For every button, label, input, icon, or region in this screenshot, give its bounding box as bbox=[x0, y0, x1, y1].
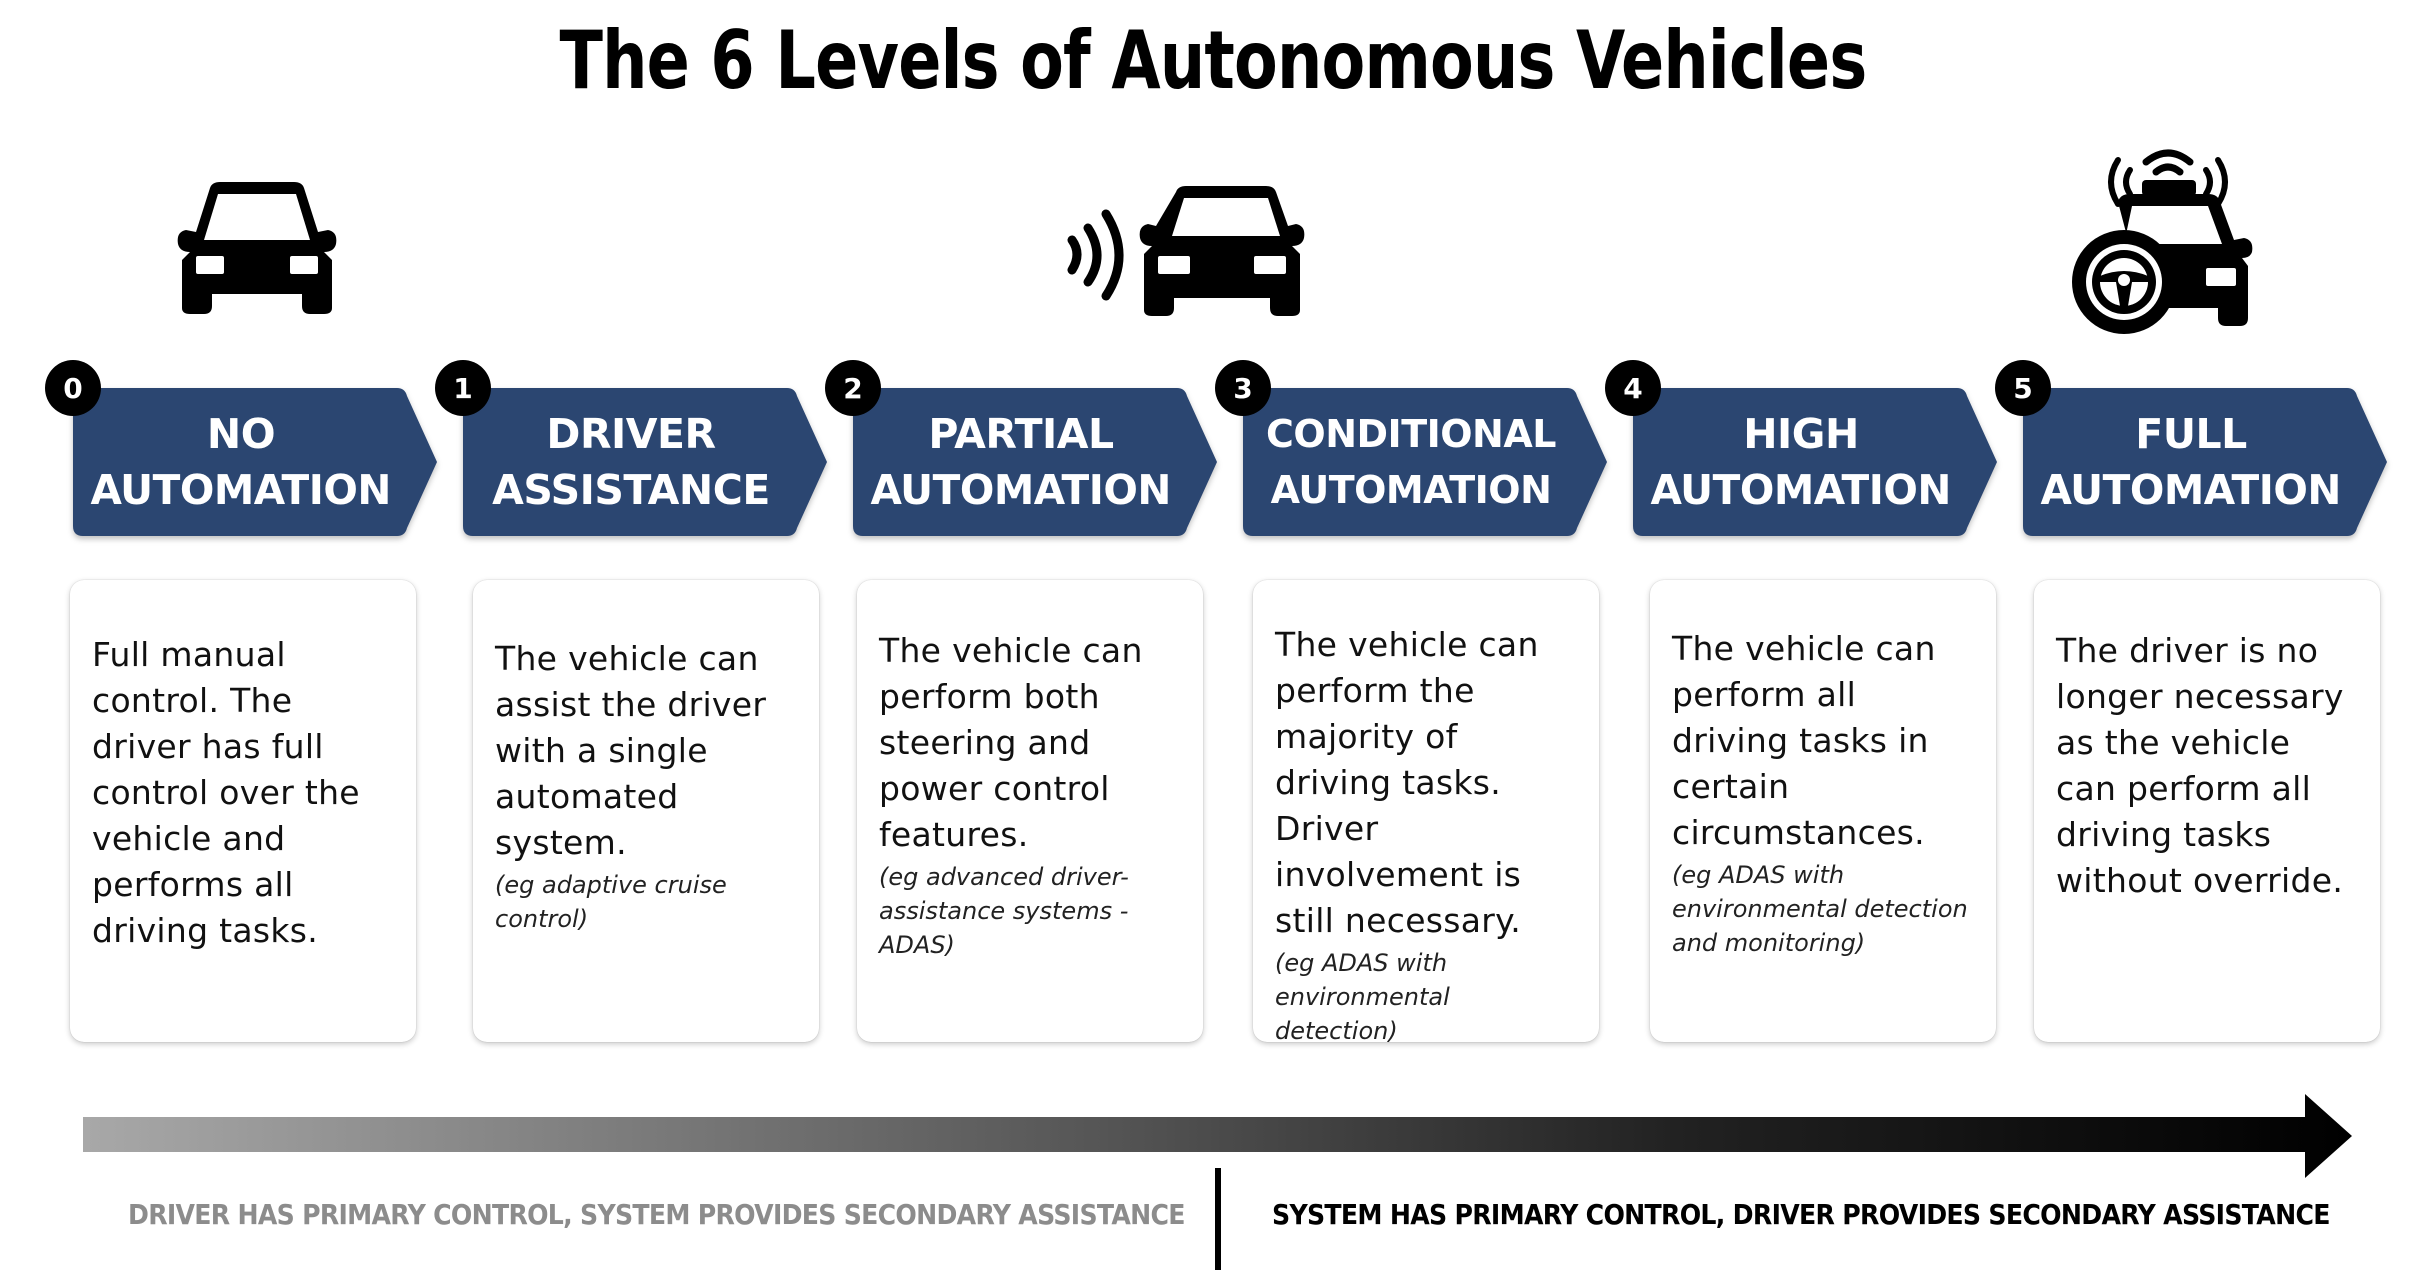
control-divider-line bbox=[1215, 1168, 1221, 1270]
level-title-line2: AUTOMATION bbox=[90, 466, 392, 514]
level-3-description-card: The vehicle can perform the majority of … bbox=[1253, 580, 1599, 1045]
level-1-description-card: The vehicle can assist the driver with a… bbox=[473, 580, 819, 1042]
level-title-line2: AUTOMATION bbox=[1270, 468, 1552, 512]
level-title-line1: FULL bbox=[2135, 410, 2247, 458]
level-example-note: (eg advanced driver-assistance systems -… bbox=[879, 863, 1129, 959]
level-2-chevron: PARTIAL AUTOMATION 2 bbox=[825, 360, 1219, 536]
level-title-line1: DRIVER bbox=[546, 410, 716, 458]
chevron-shape bbox=[853, 388, 1217, 536]
chevron-shape bbox=[463, 388, 827, 536]
level-0-chevron: NO AUTOMATION 0 bbox=[45, 360, 439, 536]
level-example-note: (eg ADAS with environmental detection) bbox=[1275, 949, 1450, 1045]
level-description: The vehicle can perform the majority of … bbox=[1275, 625, 1539, 940]
chevron-shape bbox=[1243, 388, 1607, 536]
level-example-note: (eg ADAS with environmental detection an… bbox=[1672, 861, 1968, 957]
level-number-badge: 4 bbox=[1605, 360, 1661, 416]
level-1-chevron: DRIVER ASSISTANCE 1 bbox=[435, 360, 829, 536]
driver-primary-control-label: DRIVER HAS PRIMARY CONTROL, SYSTEM PROVI… bbox=[128, 1198, 1185, 1231]
level-title-line2: AUTOMATION bbox=[2040, 466, 2342, 514]
level-number-badge: 1 bbox=[435, 360, 491, 416]
level-description: Full manual control. The driver has full… bbox=[92, 635, 360, 950]
level-description: The driver is no longer necessary as the… bbox=[2056, 631, 2344, 900]
level-title-line2: AUTOMATION bbox=[1650, 466, 1952, 514]
level-example-note: (eg adaptive cruise control) bbox=[495, 871, 727, 933]
level-number-badge: 0 bbox=[45, 360, 101, 416]
car-with-sensor-waves-icon bbox=[1058, 184, 1308, 318]
level-title-line1: PARTIAL bbox=[928, 410, 1114, 458]
level-description: The vehicle can perform both steering an… bbox=[879, 631, 1143, 854]
level-title-line2: AUTOMATION bbox=[870, 466, 1172, 514]
level-0-description-card: Full manual control. The driver has full… bbox=[70, 580, 416, 1042]
level-title-line2: ASSISTANCE bbox=[492, 466, 770, 514]
chevron-shape bbox=[2023, 388, 2387, 536]
arrow-shaft-and-head bbox=[83, 1094, 2352, 1178]
level-number-badge: 3 bbox=[1215, 360, 1271, 416]
autonomous-car-steering-wheel-icon bbox=[2068, 140, 2268, 340]
level-4-description-card: The vehicle can perform all driving task… bbox=[1650, 580, 1996, 1042]
page-title-text: The 6 Levels of Autonomous Vehicles bbox=[559, 14, 1868, 107]
car-icon bbox=[172, 180, 342, 315]
level-description: The vehicle can assist the driver with a… bbox=[495, 639, 767, 862]
level-title-line1: NO bbox=[206, 410, 276, 458]
level-5-description-card: The driver is no longer necessary as the… bbox=[2034, 580, 2380, 1042]
page-title: The 6 Levels of Autonomous Vehicles bbox=[0, 14, 2426, 107]
level-number-badge: 5 bbox=[1995, 360, 2051, 416]
level-5-chevron: FULL AUTOMATION 5 bbox=[1995, 360, 2389, 536]
level-title-line1: CONDITIONAL bbox=[1266, 412, 1556, 456]
chevron-shape bbox=[73, 388, 437, 536]
level-number-badge: 2 bbox=[825, 360, 881, 416]
level-4-chevron: HIGH AUTOMATION 4 bbox=[1605, 360, 1999, 536]
system-primary-control-label: SYSTEM HAS PRIMARY CONTROL, DRIVER PROVI… bbox=[1272, 1198, 2330, 1231]
chevron-shape bbox=[1633, 388, 1997, 536]
level-description: The vehicle can perform all driving task… bbox=[1672, 629, 1936, 852]
level-3-chevron: CONDITIONAL AUTOMATION 3 bbox=[1215, 360, 1609, 536]
level-title-line1: HIGH bbox=[1743, 410, 1859, 458]
level-2-description-card: The vehicle can perform both steering an… bbox=[857, 580, 1203, 1042]
